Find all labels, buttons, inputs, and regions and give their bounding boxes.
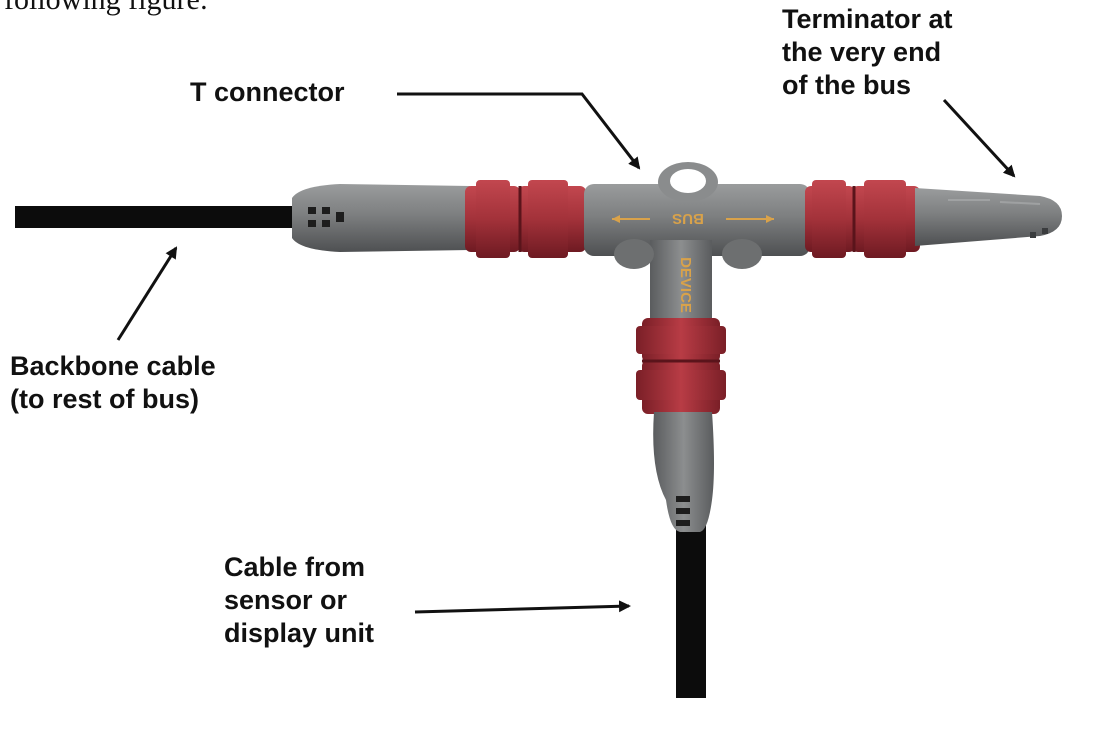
mount-ring	[658, 162, 718, 202]
t-connector-label: T connector	[190, 76, 345, 109]
drop-cable-label: Cable from sensor or display unit	[224, 551, 374, 650]
bus-text: BUS	[672, 210, 704, 227]
t-body	[584, 184, 810, 256]
backbone-label-line-2: (to rest of bus)	[10, 384, 199, 414]
backbone-label-line-1: Backbone cable	[10, 351, 216, 381]
drop-cable	[676, 520, 706, 698]
t-stem	[650, 240, 712, 320]
left-plug-body	[292, 184, 470, 252]
right-coupling	[805, 180, 920, 258]
lower-coupling	[636, 318, 726, 414]
backbone-cable	[15, 206, 300, 228]
left-plug-vents	[308, 207, 344, 227]
device-text: DEVICE	[677, 257, 694, 313]
left-coupling	[465, 180, 586, 258]
drop-cable-arrow	[414, 600, 631, 614]
bus-marking	[612, 215, 774, 223]
terminator-ribs	[948, 199, 1041, 205]
right-bump	[722, 239, 762, 269]
caption-text: following figure:	[4, 0, 208, 17]
lower-plug-body	[653, 412, 714, 532]
left-bump	[614, 239, 654, 269]
terminator-vents	[1030, 228, 1048, 238]
terminator	[915, 188, 1062, 246]
terminator-label: Terminator at the very end of the bus	[782, 3, 953, 102]
drop-cable-label-line-3: display unit	[224, 618, 375, 648]
t-connector-label-line: T connector	[190, 77, 345, 107]
drop-cable-label-line-1: Cable from	[224, 552, 366, 582]
terminator-label-line-3: of the bus	[782, 70, 911, 100]
terminator-arrow	[942, 98, 1016, 178]
drop-cable-label-line-2: sensor or	[224, 585, 348, 615]
backbone-label: Backbone cable (to rest of bus)	[10, 350, 216, 416]
terminator-label-line-2: the very end	[782, 37, 942, 67]
lower-plug-vents	[676, 496, 690, 526]
terminator-label-line-1: Terminator at	[782, 4, 953, 34]
t-connector-arrow	[397, 92, 641, 170]
backbone-arrow	[116, 246, 178, 341]
